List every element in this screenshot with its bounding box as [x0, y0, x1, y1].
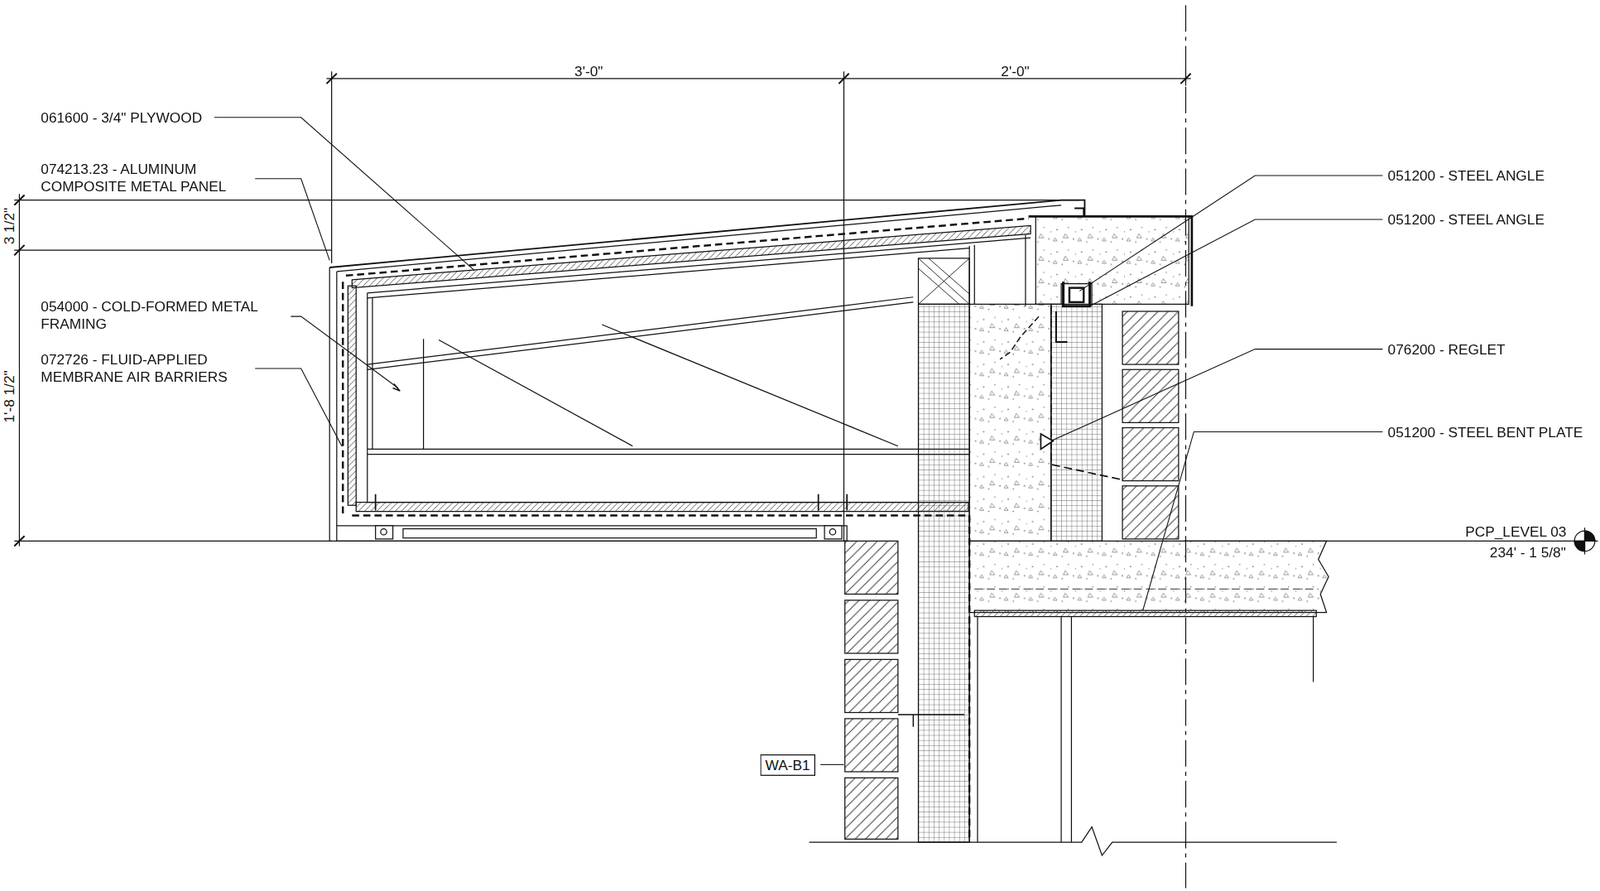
material-callout: 076200 - REGLET: [1388, 341, 1506, 359]
material-callout: 051200 - STEEL ANGLE: [1388, 167, 1545, 185]
dimension: 2'-0": [1000, 62, 1029, 81]
material-callout: 054000 - COLD-FORMED METAL FRAMING: [40, 297, 286, 333]
material-callout: 051200 - STEEL ANGLE: [1388, 211, 1545, 229]
dimension: 1'-8 1/2": [0, 367, 19, 424]
wall-type-label: WA-B1: [765, 755, 811, 773]
level-name: PCP_LEVEL 03: [1465, 523, 1567, 541]
material-callout: 061600 - 3/4" PLYWOOD: [40, 109, 202, 127]
material-callout: 051200 - STEEL BENT PLATE: [1388, 423, 1584, 442]
material-callout: 074213.23 - ALUMINUM COMPOSITE METAL PAN…: [40, 160, 260, 196]
level-elevation: 234' - 1 5/8": [1489, 543, 1567, 562]
dimension: 3 1/2": [0, 205, 19, 246]
material-callout: 072726 - FLUID-APPLIED MEMBRANE AIR BARR…: [40, 350, 260, 386]
wall-type-tag: WA-B1: [759, 753, 815, 775]
dimension: 3'-0": [574, 62, 603, 81]
